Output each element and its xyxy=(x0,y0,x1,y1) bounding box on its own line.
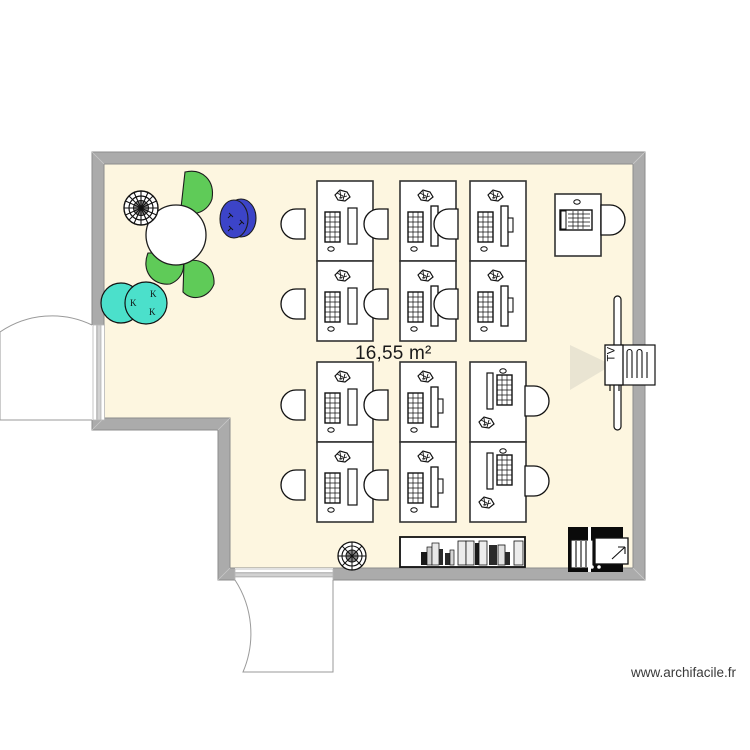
tv-label: TV xyxy=(605,346,618,362)
tv-wall-plate xyxy=(620,344,656,386)
stool-spoked-top[interactable] xyxy=(123,190,159,226)
tv-bracket-legs xyxy=(609,385,620,391)
desk-12[interactable] xyxy=(469,441,550,523)
room-area-label: 16,55 m² xyxy=(355,343,432,364)
tv-screen[interactable] xyxy=(604,344,624,386)
svg-text:K: K xyxy=(150,289,157,299)
desk-13[interactable] xyxy=(554,193,626,257)
copier-scanner-lid[interactable] xyxy=(594,537,629,565)
tv-unit[interactable] xyxy=(570,295,656,431)
door-left[interactable] xyxy=(0,315,105,421)
plant-wedge-3[interactable] xyxy=(182,259,215,299)
stool-cyan-pair[interactable]: K K K xyxy=(100,281,168,325)
svg-text:K: K xyxy=(130,298,137,308)
bookshelf[interactable] xyxy=(399,536,526,568)
door-left-swing xyxy=(0,315,93,421)
round-table[interactable] xyxy=(145,204,207,266)
copier-printer[interactable] xyxy=(568,527,629,572)
meeting-table-group[interactable] xyxy=(145,170,215,299)
desk-grid[interactable] xyxy=(280,180,626,523)
svg-text:K: K xyxy=(149,307,156,317)
site-footer: www.archifacile.fr xyxy=(630,665,736,680)
desk-7[interactable] xyxy=(280,361,374,443)
desk-10[interactable] xyxy=(363,441,457,523)
bookshelf-books xyxy=(421,540,524,566)
door-bottom[interactable] xyxy=(234,568,334,673)
stool-bean-blue[interactable] xyxy=(219,198,257,239)
stool-spoked-bottom[interactable] xyxy=(337,541,367,571)
tv-projection-cone xyxy=(570,345,612,390)
desk-9[interactable] xyxy=(363,361,457,443)
door-bottom-swing xyxy=(234,579,334,673)
desk-5[interactable] xyxy=(433,180,527,262)
desk-6[interactable] xyxy=(433,260,527,342)
